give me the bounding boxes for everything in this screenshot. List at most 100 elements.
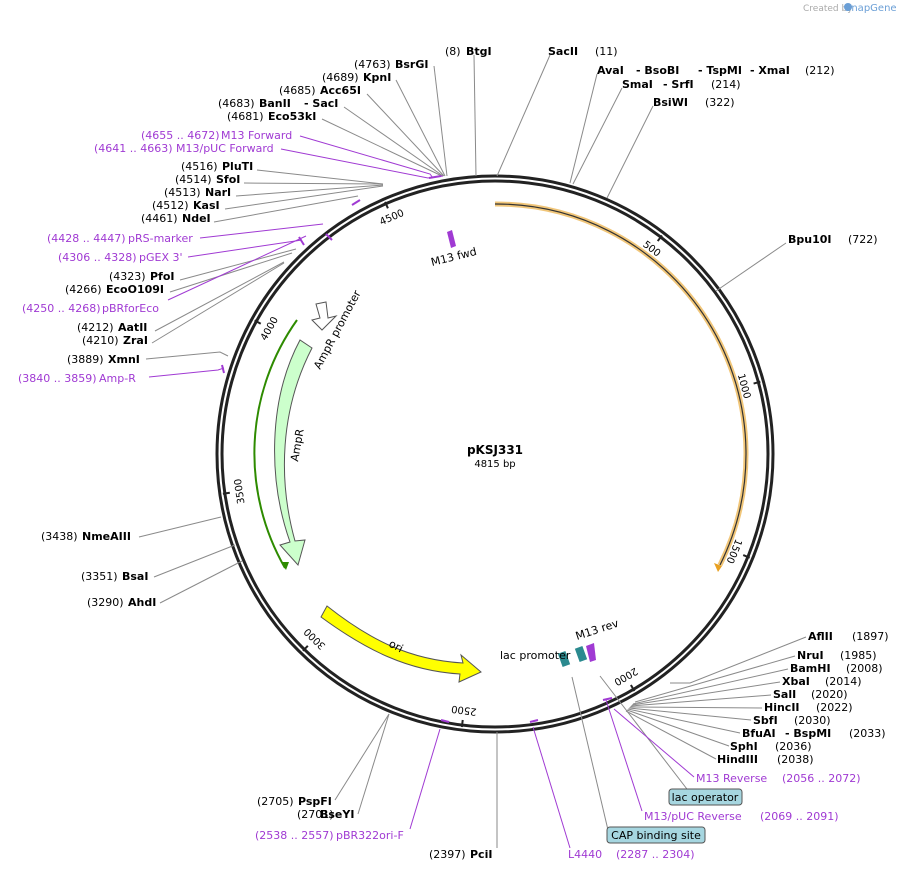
primer-range-pgex3: (4306 .. 4328) xyxy=(58,251,137,264)
site-name-ndei[interactable]: NdeI xyxy=(182,212,211,225)
site-name-nrui[interactable]: NruI xyxy=(797,649,824,662)
primer-range-l4440: (2287 .. 2304) xyxy=(616,848,695,861)
site-name-bspmi[interactable]: - BspMI xyxy=(785,727,831,740)
primer-name-prs-marker[interactable]: pRS-marker xyxy=(128,232,193,245)
primer-name-m13puc-forward[interactable]: M13/pUC Forward xyxy=(176,142,274,155)
site-name-sfoi[interactable]: SfoI xyxy=(216,173,240,186)
backbone-inner xyxy=(220,179,770,729)
primer-name-pbrforeco[interactable]: pBRforEco xyxy=(102,302,159,315)
primer-name-amp-r[interactable]: Amp-R xyxy=(99,372,136,385)
site-name-hincii[interactable]: HincII xyxy=(764,701,800,714)
site-pos-sali: (2020) xyxy=(811,688,848,701)
site-name-ahdi[interactable]: AhdI xyxy=(128,596,156,609)
site-name-bsrgi[interactable]: BsrGI xyxy=(395,58,428,71)
site-name-sbfi[interactable]: SbfI xyxy=(753,714,778,727)
site-name-bsiwi[interactable]: BsiWI xyxy=(653,96,688,109)
leader-aatii xyxy=(154,261,285,332)
leader-ahdi xyxy=(159,560,243,604)
site-name-ecoo109i[interactable]: EcoO109I xyxy=(106,283,164,296)
tick-mark xyxy=(222,491,230,495)
site-name-kpni[interactable]: KpnI xyxy=(363,71,391,84)
primer-name-m13-reverse[interactable]: M13 Reverse xyxy=(696,772,767,785)
ampr-feature[interactable] xyxy=(274,339,313,567)
cap-binding-site-box[interactable] xyxy=(606,826,706,844)
site-name-nmeaiii[interactable]: NmeAIII xyxy=(82,530,131,543)
site-pos-bsiwi: (322) xyxy=(705,96,735,109)
site-name-sali[interactable]: SalI xyxy=(773,688,796,701)
site-name-sacii[interactable]: SacII xyxy=(548,45,578,58)
site-name-zrai[interactable]: ZraI xyxy=(123,334,148,347)
site-name-xbai[interactable]: XbaI xyxy=(782,675,810,688)
orange-feature-arc[interactable] xyxy=(494,201,749,567)
site-name-srfi[interactable]: - SrfI xyxy=(663,78,694,91)
site-name-bpu10i[interactable]: Bpu10I xyxy=(788,233,832,246)
site-pos-hincii: (2022) xyxy=(816,701,853,714)
leader-btgi xyxy=(473,54,477,177)
leader-lac-operator xyxy=(599,675,691,794)
site-name-bfuai[interactable]: BfuAI xyxy=(742,727,776,740)
primer-range-m13-reverse: (2056 .. 2072) xyxy=(782,772,861,785)
site-name-sphi[interactable]: SphI xyxy=(730,740,758,753)
site-name-btgi[interactable]: BtgI xyxy=(466,45,492,58)
primer-name-m13puc-reverse[interactable]: M13/pUC Reverse xyxy=(644,810,742,823)
site-name-pcii[interactable]: PciI xyxy=(470,848,492,861)
snapgene-logo-icon xyxy=(844,3,852,11)
ampr-outer-arrowhead xyxy=(281,562,289,570)
leader-bsrgi xyxy=(433,65,448,177)
site-name-smai[interactable]: SmaI xyxy=(622,78,653,91)
lac-operator-feature[interactable] xyxy=(574,646,588,662)
lac-promoter-feature[interactable] xyxy=(557,651,571,667)
site-name-nari[interactable]: NarI xyxy=(205,186,231,199)
site-pos-xbai: (2014) xyxy=(825,675,862,688)
site-name-kasi[interactable]: KasI xyxy=(193,199,220,212)
site-name-acc65i[interactable]: Acc65I xyxy=(320,84,361,97)
site-name-bsobi[interactable]: - BsoBI xyxy=(636,64,679,77)
leader-bsiwi xyxy=(606,105,654,199)
site-pos-zrai: (4210) xyxy=(82,334,119,347)
site-name-saci[interactable]: - SacI xyxy=(304,97,338,110)
leader-sfoi xyxy=(243,182,384,185)
m13-rev-feature[interactable] xyxy=(586,643,596,662)
leader-acc65i xyxy=(366,93,445,177)
site-pos-ecoo109i: (4266) xyxy=(65,283,102,296)
ori-feature[interactable] xyxy=(320,605,482,683)
tick-mark xyxy=(630,684,636,692)
site-name-eco53ki[interactable]: Eco53kI xyxy=(268,110,316,123)
site-name-avai[interactable]: AvaI xyxy=(597,64,624,77)
leader-lines xyxy=(138,54,807,848)
site-name-pspfi[interactable]: PspFI xyxy=(298,795,332,808)
site-name-hindiii[interactable]: HindIII xyxy=(717,753,758,766)
site-pos-aflii: (1897) xyxy=(852,630,889,643)
site-name-pfoi[interactable]: PfoI xyxy=(150,270,175,283)
site-pos-banii: (4683) xyxy=(218,97,255,110)
lac-operator-box[interactable] xyxy=(668,788,743,806)
site-name-aflii[interactable]: AflII xyxy=(808,630,833,643)
primer-name-l4440[interactable]: L4440 xyxy=(568,848,602,861)
site-pos-bamhi: (2008) xyxy=(846,662,883,675)
leader-bfuai xyxy=(627,708,741,734)
site-name-pluti[interactable]: PluTI xyxy=(222,160,253,173)
site-name-banii[interactable]: BanII xyxy=(259,97,291,110)
site-name-bsai[interactable]: BsaI xyxy=(122,570,148,583)
site-pos-hindiii: (2038) xyxy=(777,753,814,766)
leader-pfoi xyxy=(179,248,297,281)
site-name-bseyi[interactable]: BseYI xyxy=(320,808,354,821)
site-name-xmni[interactable]: XmnI xyxy=(108,353,140,366)
site-name-aatii[interactable]: AatII xyxy=(118,321,147,334)
site-name-xmai[interactable]: - XmaI xyxy=(750,64,790,77)
credit-brand: SnapGene xyxy=(845,3,897,14)
m13-fwd-feature[interactable] xyxy=(447,230,456,248)
primer-name-m13-forward[interactable]: M13 Forward xyxy=(221,129,292,142)
site-pos-bpu10i: (722) xyxy=(848,233,878,246)
primer-range-amp-r: (3840 .. 3859) xyxy=(18,372,97,385)
leader-sali xyxy=(630,694,772,707)
primer-mark-pbr322ori xyxy=(440,719,450,723)
site-name-tspmi[interactable]: - TspMI xyxy=(698,64,742,77)
site-name-bamhi[interactable]: BamHI xyxy=(790,662,831,675)
ampr-outer-arc xyxy=(253,319,298,569)
primer-name-pgex3[interactable]: pGEX 3' xyxy=(139,251,183,264)
primer-name-pbr322ori[interactable]: pBR322ori-F xyxy=(336,829,404,842)
leader-cap-site xyxy=(571,676,609,831)
primer-range-pbr322ori: (2538 .. 2557) xyxy=(255,829,334,842)
ampr-promoter-feature[interactable] xyxy=(311,301,338,331)
